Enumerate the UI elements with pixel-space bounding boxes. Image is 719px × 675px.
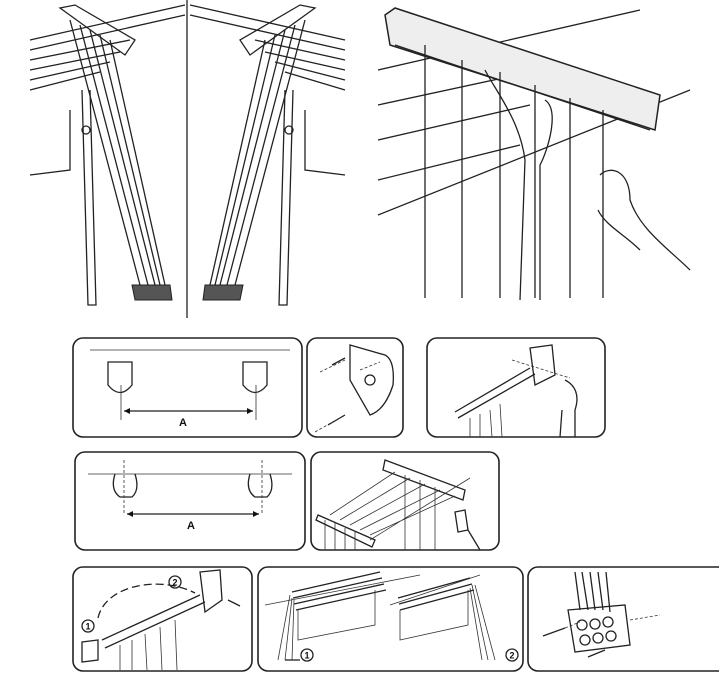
pulley-bracket-drawing bbox=[542, 571, 661, 658]
step-1-label: 1 bbox=[304, 651, 309, 661]
wall-template-drawing: A bbox=[90, 349, 290, 429]
panel-attach-rail bbox=[426, 337, 606, 438]
ceiling-rack-drawing bbox=[315, 459, 481, 551]
top-right-illustration bbox=[377, 7, 691, 301]
panel-raise-rack bbox=[257, 566, 524, 672]
step-2-label: 2 bbox=[509, 651, 514, 661]
panel-pulley-bracket bbox=[527, 566, 719, 672]
top-left-illustration-right bbox=[189, 4, 346, 306]
panel-mount-rail bbox=[72, 566, 253, 672]
attach-rail-drawing bbox=[454, 344, 578, 438]
panel-wall-template bbox=[72, 337, 303, 438]
ceiling-template-drawing: A bbox=[88, 460, 292, 532]
mount-rail-drawing: 1 2 bbox=[81, 569, 241, 671]
step-1-label: 1 bbox=[85, 622, 90, 632]
distance-label-a: A bbox=[179, 417, 187, 429]
panel-ceiling-template bbox=[74, 451, 306, 551]
bracket-screws-drawing bbox=[314, 344, 394, 433]
raise-rack-drawing: 1 2 bbox=[264, 571, 519, 662]
top-left-illustration-left bbox=[29, 4, 186, 306]
distance-label-a: A bbox=[187, 520, 195, 532]
step-2-label: 2 bbox=[172, 578, 177, 588]
